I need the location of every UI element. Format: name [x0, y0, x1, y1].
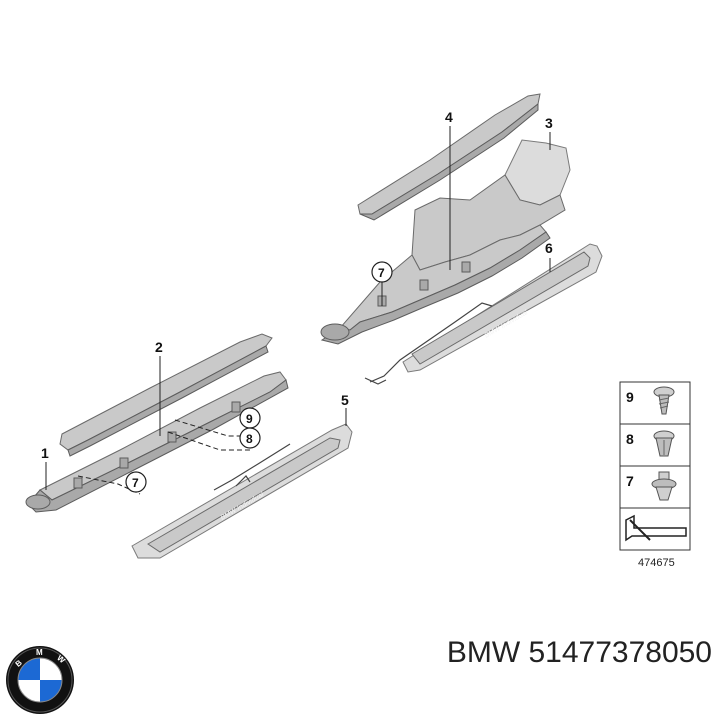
svg-text:M: M	[36, 648, 43, 657]
svg-text:B: B	[14, 658, 24, 669]
svg-text:W: W	[55, 653, 67, 665]
callout-4: 4	[445, 109, 453, 125]
mount-tab	[461, 261, 471, 273]
mount-tab	[231, 401, 241, 413]
callout-8: 8	[239, 427, 261, 449]
callout-2: 2	[155, 339, 163, 355]
mount-tab	[73, 477, 83, 489]
callout-7-lower: 7	[125, 471, 147, 493]
callout-3: 3	[545, 115, 553, 131]
part-2-front-upper-trim	[59, 333, 273, 457]
mount-tab	[419, 279, 429, 291]
sill-rear-cable	[369, 302, 493, 383]
legend-number-8: 8	[626, 431, 634, 447]
svg-text:7: 7	[378, 266, 385, 280]
callout-9: 9	[239, 407, 261, 429]
fastener-legend: 9 8 7	[619, 381, 691, 551]
clip-icon	[651, 471, 677, 501]
screw-icon	[653, 386, 675, 415]
mount-tab	[167, 431, 177, 443]
expanding-rivet-icon	[653, 430, 675, 457]
callout-5: 5	[341, 392, 349, 408]
callout-1: 1	[41, 445, 49, 461]
mount-tab	[119, 457, 129, 469]
bmw-logo: B M W	[6, 646, 74, 714]
svg-text:7: 7	[132, 476, 139, 490]
part-6-rear-sill-plate: BMW Individual	[402, 243, 603, 373]
sill-front-cable	[213, 443, 291, 491]
svg-text:8: 8	[246, 432, 253, 446]
part-number-caption: BMW 51477378050	[446, 636, 712, 669]
direction-arrow-icon	[624, 514, 687, 544]
callout-7-upper: 7	[371, 261, 393, 283]
callout-6: 6	[545, 240, 553, 256]
part-1-front-sill-trim	[25, 371, 289, 513]
legend-number-9: 9	[626, 389, 634, 405]
part-4-upper-trim-strip	[357, 93, 541, 221]
sill-front-connector	[235, 475, 251, 487]
diagram-number: 474675	[638, 557, 675, 569]
sill-rear-connector	[364, 377, 387, 385]
svg-text:9: 9	[246, 412, 253, 426]
legend-number-7: 7	[626, 473, 634, 489]
